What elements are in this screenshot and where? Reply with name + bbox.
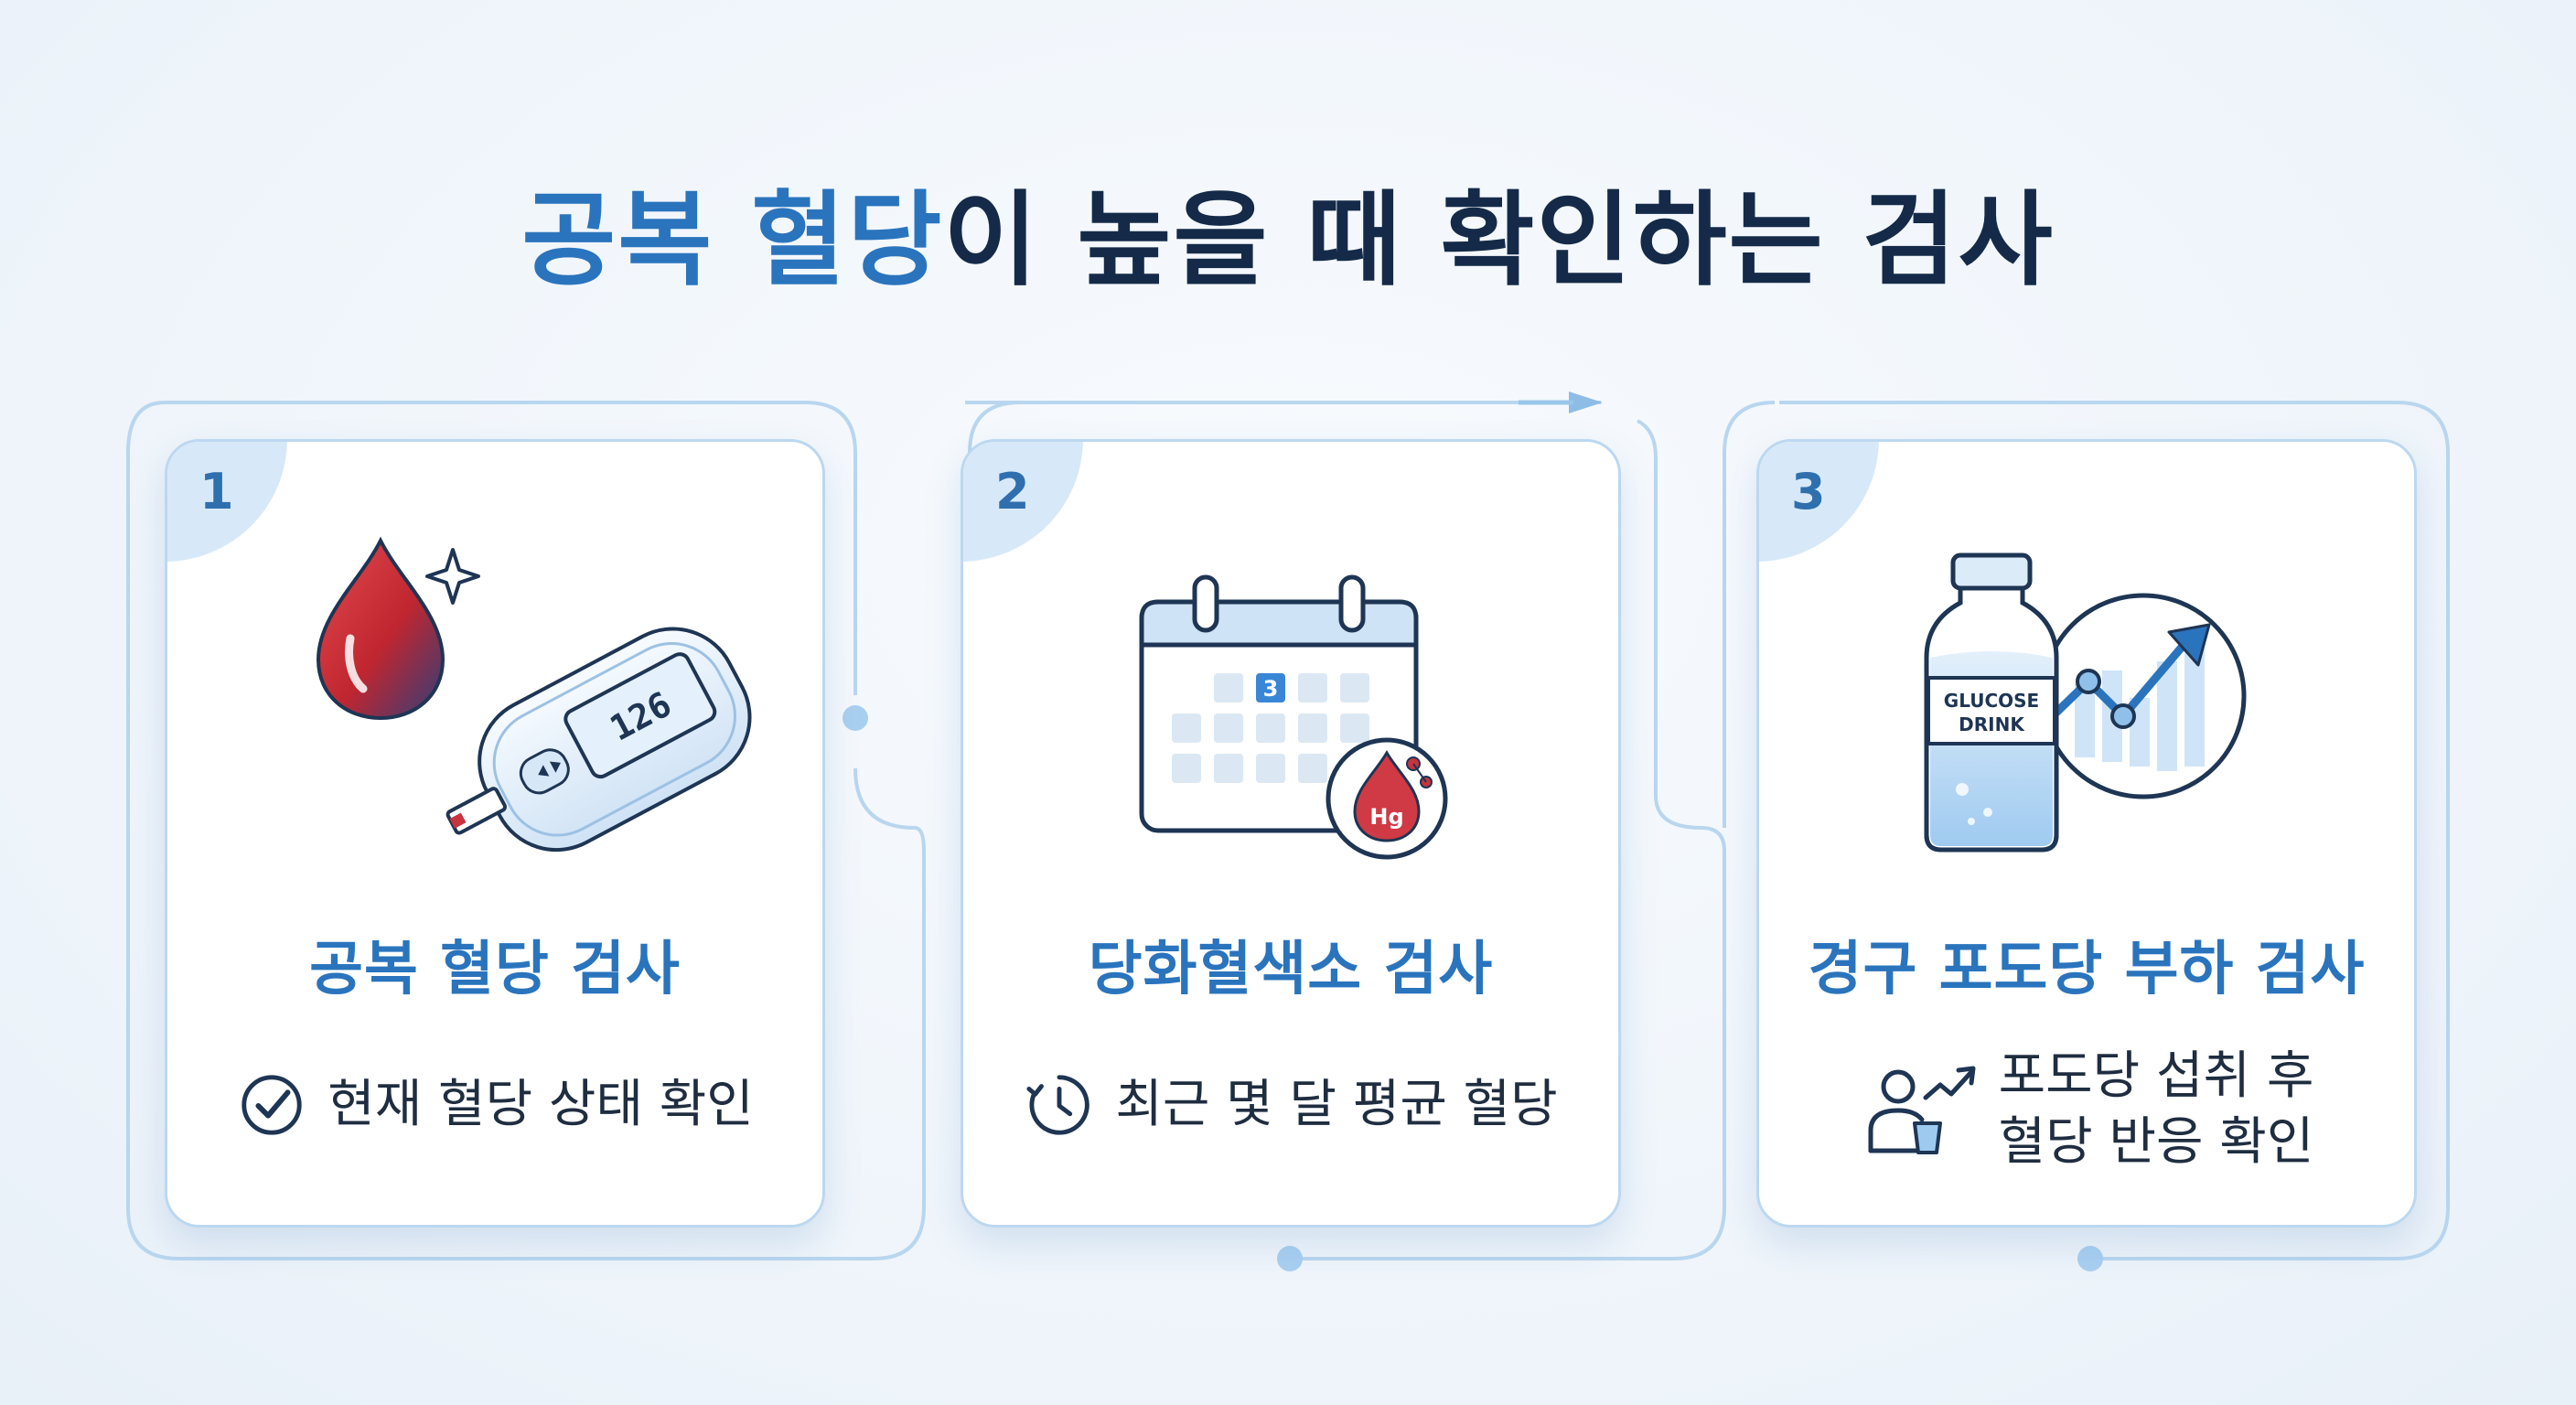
glucose-drink-illustration: GLUCOSE DRINK	[1924, 552, 2247, 853]
step-number: 2	[995, 463, 1030, 520]
connector-dot-1	[843, 705, 868, 731]
calendar-day: 3	[1263, 676, 1279, 702]
test-card-ogtt: 3 GLUCOSE	[1756, 439, 2417, 1228]
glucose-bottle-icon: GLUCOSE DRINK	[1924, 552, 2059, 853]
step-number: 3	[1791, 463, 1826, 520]
glucose-meter-icon: 126	[445, 627, 752, 853]
connector-dot-3	[2077, 1246, 2103, 1271]
hemoglobin-drop-icon: Hg	[1326, 737, 1448, 860]
card-title: 경구 포도당 부하 검사	[1808, 936, 2366, 1003]
check-circle-icon	[242, 1075, 302, 1135]
hg-label: Hg	[1369, 804, 1403, 830]
card-title: 당화혈색소 검사	[1088, 936, 1494, 1003]
test-card-hba1c: 2 3	[961, 439, 1621, 1228]
page-title: 공복 혈당이 높을 때 확인하는 검사	[0, 157, 2576, 306]
card-description: 현재 혈당 상태 확인	[167, 1064, 822, 1146]
sparkle-icon	[425, 548, 480, 605]
blood-drop-icon	[316, 536, 445, 721]
connector-dot-2	[1277, 1246, 1303, 1271]
test-card-fasting-glucose: 1 126 공복 혈당 검사	[165, 439, 825, 1228]
flow-arrow-icon	[1569, 391, 1603, 413]
description-line: 현재 혈당 상태 확인	[327, 1075, 754, 1134]
description-line: 최근 몇 달 평균 혈당	[1115, 1075, 1558, 1134]
page-title-accent: 공복 혈당	[521, 181, 944, 300]
clock-icon	[1026, 1075, 1090, 1135]
card-title: 공복 혈당 검사	[309, 936, 681, 1003]
card-description: 최근 몇 달 평균 혈당	[963, 1064, 1618, 1146]
bottle-label-line-1: GLUCOSE	[1944, 690, 2039, 712]
step-number: 1	[199, 463, 234, 520]
rising-chart-icon	[2029, 593, 2247, 799]
connector-outline-4	[1723, 401, 1776, 828]
page-title-rest: 이 높을 때 확인하는 검사	[943, 181, 2055, 300]
card-description: 포도당 섭취 후 혈당 반응 확인	[1759, 1032, 2414, 1187]
connector-outline-2	[965, 401, 1726, 1260]
person-drinking-icon	[1868, 1066, 1976, 1154]
glucose-meter-illustration: 126	[316, 536, 752, 853]
calendar-illustration: 3 Hg	[1139, 574, 1448, 860]
bottle-label-line-2: DRINK	[1959, 713, 2025, 735]
description-line: 혈당 반응 확인	[1998, 1112, 2314, 1172]
connector-outline-1	[126, 401, 926, 1260]
description-line: 포도당 섭취 후	[1998, 1046, 2314, 1106]
